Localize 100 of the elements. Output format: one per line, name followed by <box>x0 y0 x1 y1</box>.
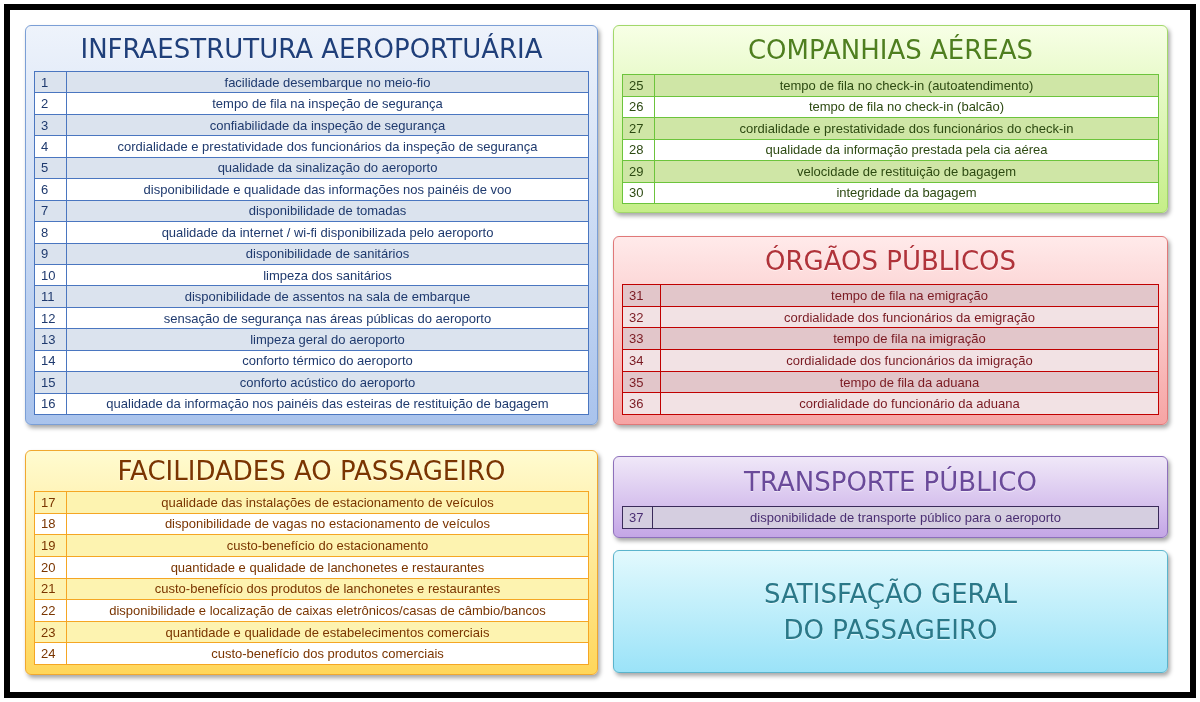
item-description: custo-benefício dos produtos de lanchonetes e restaurantes <box>154 581 501 597</box>
item-description: conforto térmico do aeroporto <box>242 353 413 369</box>
item-number: 3 <box>41 117 49 133</box>
item-number: 21 <box>41 581 56 597</box>
item-number: 31 <box>629 287 644 303</box>
category-panel <box>613 236 1168 425</box>
item-number: 13 <box>41 331 56 347</box>
item-description: cordialidade e prestatividade dos funcionários do check-in <box>739 120 1074 136</box>
item-description: quantidade e qualidade de estabelecimentos comerciais <box>165 624 490 640</box>
item-number: 30 <box>629 185 644 201</box>
table-row <box>35 577 588 600</box>
category-panel <box>25 450 598 675</box>
table-row <box>35 306 588 329</box>
item-number: 4 <box>41 139 49 155</box>
item-description: quantidade e qualidade de lanchonetes e restaurantes <box>170 559 485 575</box>
table-row <box>623 160 1158 182</box>
item-description: cordialidade e prestatividade dos funcionários da inspeção de segurança <box>117 139 538 155</box>
item-description: tempo de fila na imigração <box>833 331 986 347</box>
item-description: custo-benefício dos produtos comerciais <box>211 646 444 662</box>
table-row <box>623 392 1158 415</box>
item-number: 5 <box>41 160 49 176</box>
item-number: 23 <box>41 624 56 640</box>
item-description: disponibilidade e qualidade das informações nos painéis de voo <box>143 181 512 197</box>
item-description: disponibilidade de transporte público para o aeroporto <box>750 510 1061 525</box>
table-row <box>35 199 588 222</box>
table-row <box>35 620 588 643</box>
table-row <box>35 242 588 264</box>
item-description: tempo de fila da aduana <box>839 374 980 390</box>
item-description: disponibilidade de tomadas <box>248 203 407 219</box>
item-description: qualidade da informação prestada pela cia aérea <box>765 142 1048 158</box>
category-panel <box>613 25 1168 213</box>
table-row <box>35 113 588 136</box>
table-row <box>35 534 588 556</box>
table-row <box>35 555 588 578</box>
item-description: facilidade desembarque no meio-fio <box>224 74 431 90</box>
item-number: 1 <box>41 74 49 90</box>
item-number: 2 <box>41 96 49 112</box>
table-row <box>35 156 588 179</box>
item-number: 6 <box>41 181 49 197</box>
table-row <box>623 75 1158 96</box>
item-number: 8 <box>41 224 49 240</box>
panel-heading: COMPANHIAS AÉREAS <box>747 33 1034 67</box>
table-row <box>35 492 588 513</box>
item-description: integridade da bagagem <box>836 185 977 201</box>
panel-heading: SATISFAÇÃO GERAL DO PASSAGEIRO <box>763 577 1018 647</box>
table-row <box>623 370 1158 393</box>
item-description: disponibilidade e localização de caixas eletrônicos/casas de câmbio/bancos <box>109 602 546 618</box>
table-row <box>35 392 588 414</box>
panel-heading: FACILIDADES AO PASSAGEIRO <box>117 455 506 488</box>
table-row <box>623 138 1158 160</box>
item-description: tempo de fila na emigração <box>831 287 988 303</box>
item-description: custo-benefício do estacionamento <box>226 538 429 554</box>
table-row <box>35 92 588 114</box>
panel-heading: TRANSPORTE PÚBLICO <box>744 465 1037 499</box>
item-description: qualidade da internet / wi-fi disponibilizada pelo aeroporto <box>161 224 494 240</box>
item-description: qualidade das instalações de estacionamento de veículos <box>161 494 494 510</box>
item-number: 11 <box>41 289 55 305</box>
item-description: velocidade de restituição de bagagem <box>797 163 1016 179</box>
table-row <box>35 72 588 93</box>
item-number: 22 <box>41 602 56 618</box>
category-panel <box>613 550 1168 673</box>
item-number: 24 <box>41 646 56 662</box>
item-number: 34 <box>629 352 644 368</box>
item-number: 20 <box>41 559 56 575</box>
panel-heading: ÓRGÃOS PÚBLICOS <box>764 244 1017 278</box>
item-number: 15 <box>41 374 56 390</box>
item-description: disponibilidade de vagas no estacionamento de veículos <box>164 516 491 532</box>
item-description: qualidade da informação nos painéis das esteiras de restituição de bagagem <box>106 396 549 412</box>
table-row <box>623 327 1158 349</box>
item-number: 33 <box>629 331 644 347</box>
item-description: confiabilidade da inspeção de segurança <box>209 117 446 133</box>
item-description: limpeza geral do aeroporto <box>250 331 405 347</box>
table-row <box>35 599 588 621</box>
item-number: 27 <box>629 120 644 136</box>
category-panel <box>25 25 598 425</box>
item-number: 18 <box>41 516 56 532</box>
table-row <box>35 512 588 535</box>
item-number: 35 <box>629 374 644 390</box>
panel-heading: INFRAESTRUTURA AEROPORTUÁRIA <box>80 32 543 66</box>
item-number: 17 <box>41 494 56 510</box>
table-row <box>623 285 1158 306</box>
table-row <box>35 135 588 157</box>
table-row <box>35 371 588 393</box>
item-number: 26 <box>629 99 644 115</box>
item-description: conforto acústico do aeroporto <box>239 374 416 390</box>
item-number: 12 <box>41 310 56 326</box>
category-panel <box>613 456 1168 538</box>
item-description: cordialidade dos funcionários da emigração <box>784 309 1035 325</box>
table-row <box>35 349 588 372</box>
item-description: disponibilidade de assentos na sala de embarque <box>184 289 471 305</box>
item-number: 16 <box>41 396 56 412</box>
item-description: tempo de fila no check-in (autoatendimento) <box>779 77 1034 93</box>
table-row <box>35 178 588 200</box>
table-row <box>35 328 588 350</box>
item-number: 29 <box>629 163 644 179</box>
table-row <box>623 181 1158 203</box>
item-number: 25 <box>629 77 644 93</box>
table-row <box>623 305 1158 328</box>
item-number: 36 <box>629 396 644 412</box>
item-number: 19 <box>41 538 56 554</box>
